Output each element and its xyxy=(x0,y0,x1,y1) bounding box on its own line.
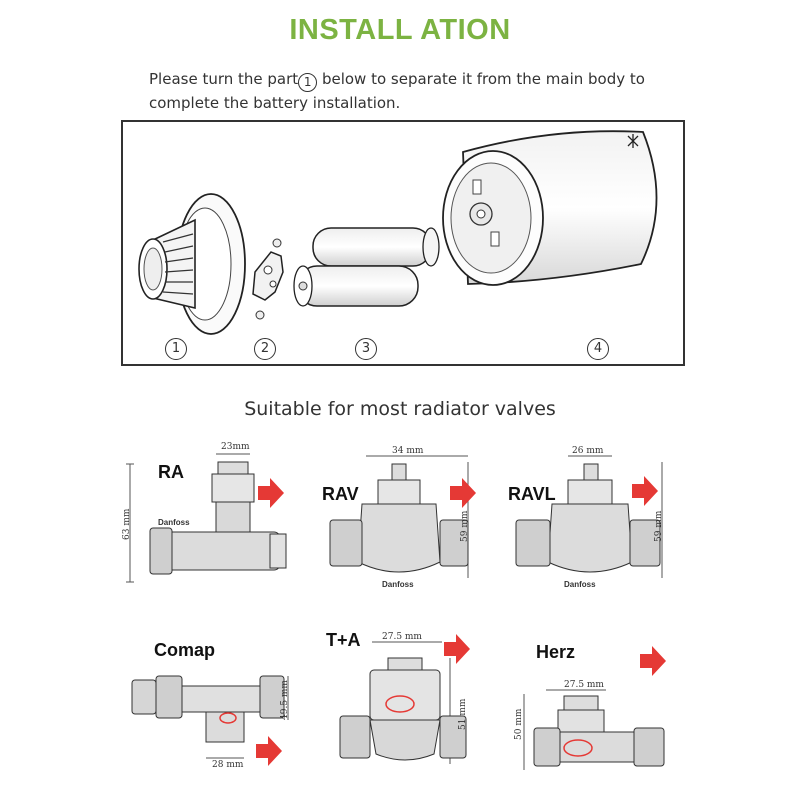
exploded-diagram: 1 2 3 4 xyxy=(121,120,685,366)
valve-ravl-height: 59 mm xyxy=(654,510,664,542)
intro-before: Please turn the part xyxy=(149,70,299,88)
valve-ta-drawing xyxy=(339,641,467,764)
valve-rav-drawing xyxy=(329,455,469,578)
page-title: INSTALL ATION xyxy=(289,14,511,46)
valve-ra: RA 23mm 63 mm Danfoss xyxy=(120,442,350,592)
valve-ta-name: T+A xyxy=(326,630,361,650)
valve-ra-drawing xyxy=(126,453,287,583)
main-body-part xyxy=(442,130,658,286)
bracket-part xyxy=(252,238,284,320)
valve-ta-width: 27.5 mm xyxy=(382,632,422,642)
valve-herz-arrow-icon xyxy=(640,646,666,676)
valve-comap-drawing xyxy=(131,675,289,759)
valve-herz-drawing xyxy=(523,689,665,770)
valve-herz-name: Herz xyxy=(536,642,576,662)
valve-rav-width: 34 mm xyxy=(392,446,424,456)
valve-ra-height: 63 mm xyxy=(122,508,132,540)
valve-ta: T+A 27.5 mm 51 mm xyxy=(322,630,552,780)
valve-comap-name: Comap xyxy=(154,640,216,660)
exploded-drawing xyxy=(138,130,658,335)
part-label-2: 2 xyxy=(254,338,276,360)
valve-ra-brand: Danfoss xyxy=(158,518,190,527)
valve-ta-height: 51 mm xyxy=(458,698,468,730)
valve-comap: Comap 28 mm 49.5 mm xyxy=(128,634,358,784)
valve-rav-name: RAV xyxy=(322,484,359,504)
part-label-3: 3 xyxy=(355,338,377,360)
valve-ra-arrow-icon xyxy=(258,478,284,508)
valve-ta-arrow-icon xyxy=(444,634,470,664)
valve-rav-arrow-icon xyxy=(450,478,476,508)
valve-ravl-drawing xyxy=(515,455,663,578)
intro-after: below to separate it from the main body … xyxy=(149,70,645,112)
valve-rav-brand: Danfoss xyxy=(382,580,414,589)
valve-comap-height: 49.5 mm xyxy=(280,680,290,720)
valve-rav: RAV 34 mm 59 mm Danfoss xyxy=(322,442,552,592)
ring-nut-part xyxy=(138,193,246,335)
valve-rav-height: 59 mm xyxy=(460,510,470,542)
valve-ra-width: 23mm xyxy=(221,442,250,452)
valve-ravl-brand: Danfoss xyxy=(564,580,596,589)
valve-herz: Herz 27.5 mm 50 mm xyxy=(506,634,736,784)
valve-ravl-name: RAVL xyxy=(508,484,556,504)
valve-ravl: RAVL 26 mm 59 mm Danfoss xyxy=(506,442,736,592)
part-label-1: 1 xyxy=(165,338,187,360)
part-marker: 1 xyxy=(298,73,318,92)
compatibility-subtitle: Suitable for most radiator valves xyxy=(244,398,556,420)
batteries-part xyxy=(293,227,440,307)
valve-herz-width: 27.5 mm xyxy=(564,680,604,690)
valve-ravl-width: 26 mm xyxy=(572,446,604,456)
valve-ravl-arrow-icon xyxy=(632,476,658,506)
part-label-4: 4 xyxy=(587,338,609,360)
valve-ra-name: RA xyxy=(158,462,184,482)
valve-herz-height: 50 mm xyxy=(514,708,524,740)
valve-comap-arrow-icon xyxy=(256,736,282,766)
valve-comap-width: 28 mm xyxy=(212,760,244,770)
